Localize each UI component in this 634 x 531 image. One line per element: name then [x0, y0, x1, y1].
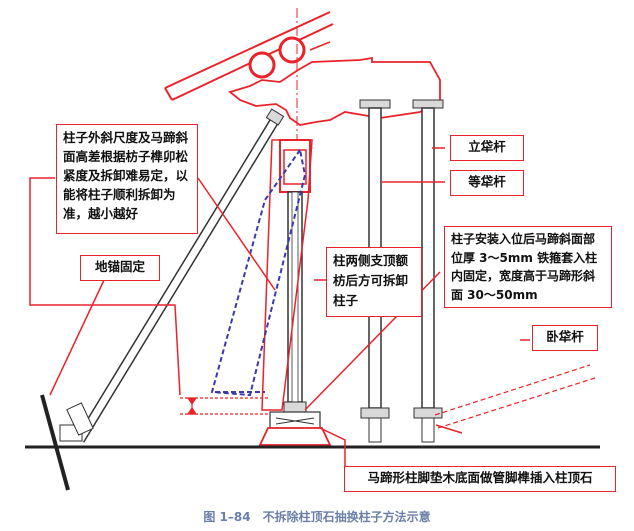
lying-pole-end [435, 424, 463, 434]
side-prop-note: 柱两侧支顶额枋后方可拆卸柱子 [326, 247, 422, 317]
vertical-pole-2 [412, 99, 444, 443]
gap-dimension [180, 397, 270, 415]
dashed-offset-outline [210, 147, 307, 397]
diagonal-brace [75, 108, 285, 443]
hoof-note: 柱子安装入位后马蹄斜面部位厚 3～5mm 铁箍套入柱内固定，宽度高于马蹄形斜面 … [444, 226, 612, 308]
ground-anchor [40, 394, 94, 491]
equal-pole-label: 等牮杆 [450, 170, 524, 196]
rafter-tail [309, 41, 331, 51]
figure-caption: 图 1–84 不拆除柱顶石抽换柱子方法示意 [203, 510, 431, 524]
lying-pole [434, 364, 596, 429]
ground-anchor-label: 地锚固定 [80, 255, 160, 281]
column [258, 139, 332, 446]
vertical-pole-label: 立牮杆 [450, 135, 524, 161]
tilted-column-outline [261, 139, 313, 411]
purlin-circle-left [248, 51, 276, 79]
lying-pole-label: 卧牮杆 [532, 325, 598, 351]
base-note: 马蹄形柱脚垫木底面做管脚榫插入柱顶石 [344, 466, 616, 492]
purlin-circle-right [278, 36, 306, 64]
tilt-note-box: 柱子外斜尺度及马蹄斜面高差根据枋子榫卯松紧度及拆卸难易定，以能将柱子顺利拆卸为准… [56, 124, 198, 234]
